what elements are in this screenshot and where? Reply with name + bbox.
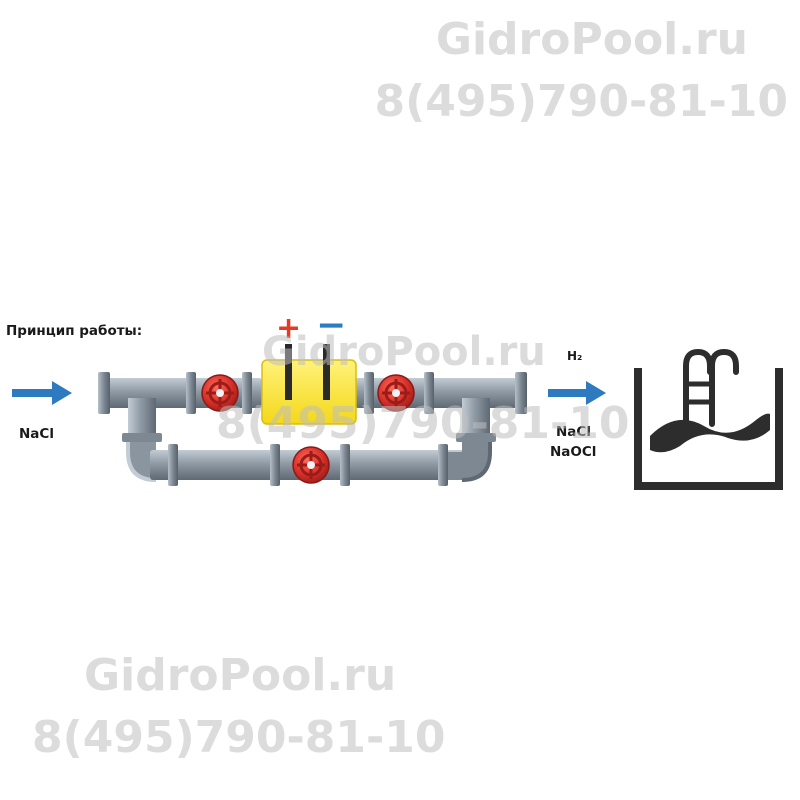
positive-electrode [285,344,292,400]
input-chemical-label: NaCl [19,426,54,442]
output-chemical-label-1: NaCl [556,424,591,440]
watermark-phone-top: 8(495)790-81-10 [374,76,788,127]
negative-electrode [323,344,330,400]
watermark-phone-middle: 8(495)790-81-10 [216,398,630,449]
negative-sign: − [316,305,347,346]
pool-with-ladder-icon [634,348,783,490]
output-gas-label: H₂ [567,349,583,363]
pipe-system [98,372,527,486]
input-flow-arrow [12,381,72,405]
output-flow-arrow [548,381,606,405]
valve-icon [201,374,239,412]
watermark-phone-bottom: 8(495)790-81-10 [32,712,446,763]
watermark-site-top: GidroPool.ru [435,14,748,65]
watermark-site-bottom: GidroPool.ru [84,650,397,701]
positive-sign: + [276,311,302,346]
output-chemical-label-2: NaOCl [550,444,597,460]
valve-icon [377,374,415,412]
diagram-title: Принцип работы: [6,323,143,339]
electrolysis-cell [261,344,357,425]
valve-icon [292,446,330,484]
watermark-site-middle: GidroPool.ru [262,329,546,375]
